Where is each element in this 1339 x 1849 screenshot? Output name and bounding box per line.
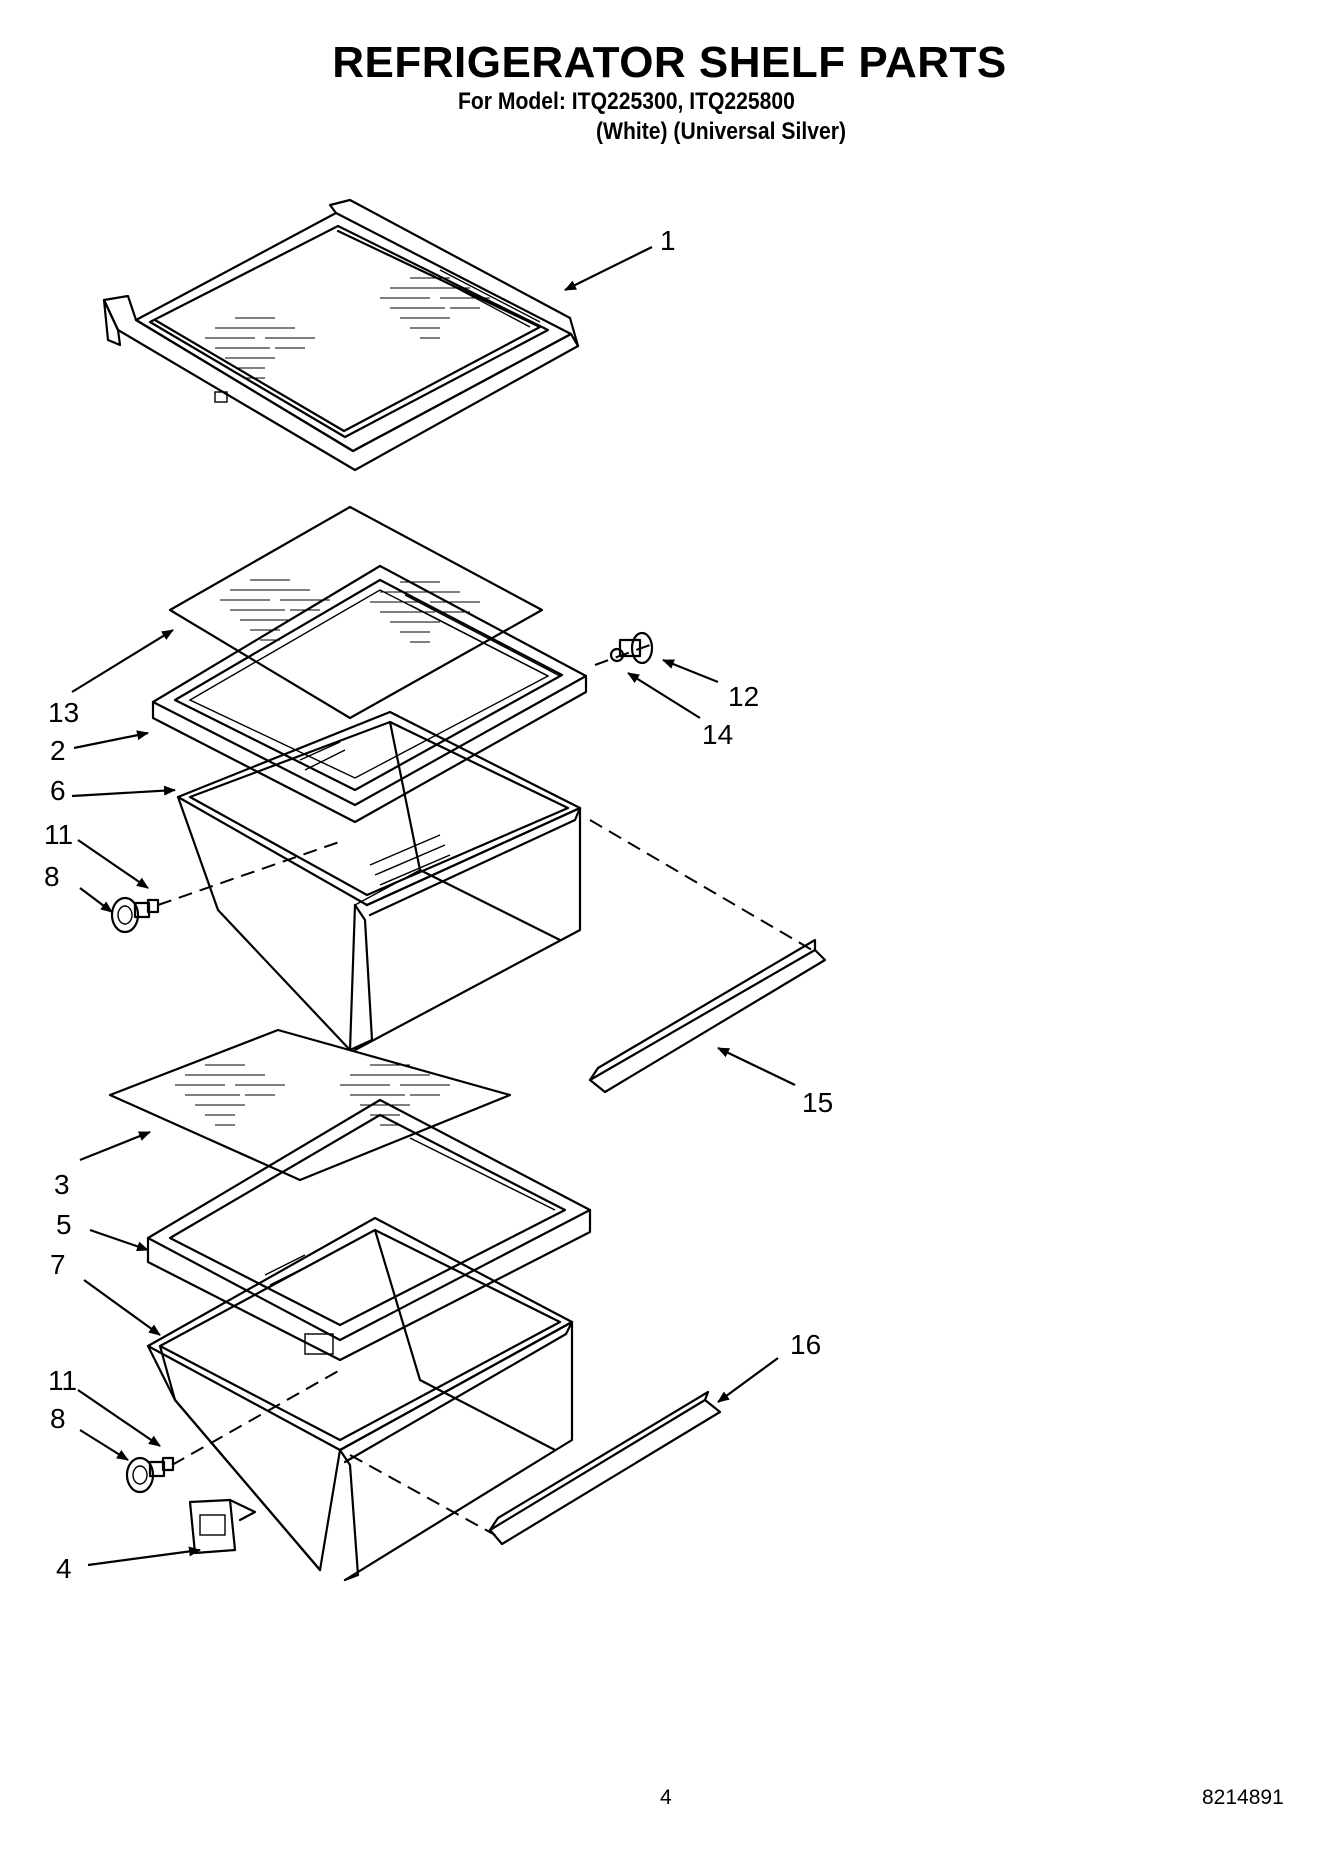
- callout-13: 13: [48, 697, 79, 728]
- glass-3: [108, 1028, 512, 1182]
- roller-8-lower: [125, 1456, 175, 1494]
- frame-5: [146, 1098, 592, 1362]
- document-number: 8214891: [1202, 1786, 1284, 1809]
- callout-15: 15: [802, 1087, 833, 1118]
- callout-2: 2: [50, 735, 66, 766]
- callout-1: 1: [660, 225, 676, 256]
- variants-line: (White) (Universal Silver): [596, 118, 846, 145]
- callout-16: 16: [790, 1329, 821, 1360]
- callout-6: 6: [50, 775, 66, 806]
- callout-11-lower: 11: [48, 1365, 77, 1396]
- roller-12: [609, 631, 654, 665]
- callout-labels: 1 13 2 6 11 8 12 14 15 3 5 7 11 8 16 4: [44, 225, 833, 1584]
- pan-7: [146, 1216, 574, 1582]
- humidity-slide-4: [188, 1498, 257, 1555]
- pan-6: [176, 710, 582, 1052]
- callout-7: 7: [50, 1249, 66, 1280]
- callout-12: 12: [728, 681, 759, 712]
- page-title: REFRIGERATOR SHELF PARTS: [332, 38, 1007, 87]
- callout-14: 14: [702, 719, 733, 750]
- callout-11-upper: 11: [44, 819, 73, 850]
- assembly-dash-lines: [157, 644, 813, 1536]
- trim-16: [488, 1390, 722, 1546]
- roller-8-upper: [110, 896, 160, 934]
- callout-3: 3: [54, 1169, 70, 1200]
- model-line: For Model: ITQ225300, ITQ225800: [458, 88, 795, 115]
- trim-15: [588, 938, 827, 1094]
- callout-5: 5: [56, 1209, 72, 1240]
- leader-arrows: [71, 246, 796, 1567]
- page-number: 4: [660, 1786, 672, 1809]
- frame-2: [151, 564, 588, 824]
- callout-8-lower: 8: [50, 1403, 66, 1434]
- callout-4: 4: [56, 1553, 72, 1584]
- callout-8-upper: 8: [44, 861, 60, 892]
- shelf-1: [102, 198, 580, 472]
- glass-13: [168, 505, 544, 720]
